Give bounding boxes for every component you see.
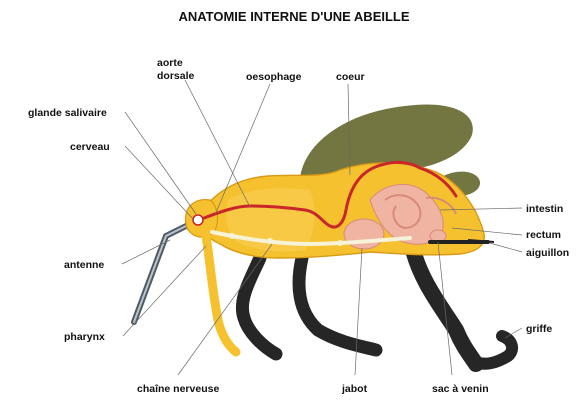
- label-aorte-dorsale-line1: aorte: [157, 57, 183, 69]
- leader-pharynx: [123, 246, 206, 336]
- antenna: [134, 226, 186, 322]
- label-pharynx: pharynx: [64, 331, 105, 343]
- label-intestin: intestin: [526, 203, 563, 215]
- label-coeur: coeur: [336, 71, 365, 83]
- leader-glande-salivaire: [125, 112, 196, 214]
- diagram-title: ANATOMIE INTERNE D'UNE ABEILLE: [178, 9, 409, 24]
- label-oesophage: oesophage: [246, 71, 302, 83]
- middle-leg: [299, 258, 376, 350]
- label-jabot: jabot: [341, 383, 368, 395]
- ganglion: [229, 233, 235, 239]
- label-chaine-nerveuse: chaîne nerveuse: [137, 383, 219, 395]
- leader-chaine-nerveuse: [178, 244, 272, 375]
- proboscis: [206, 236, 236, 352]
- hind-leg-tarsus: [476, 336, 512, 364]
- label-antenne: antenne: [64, 259, 104, 271]
- crop-jabot: [344, 219, 384, 249]
- label-aiguillon: aiguillon: [526, 247, 569, 259]
- front-leg: [242, 258, 276, 354]
- ganglion: [267, 238, 273, 244]
- ganglion: [337, 240, 343, 246]
- leader-jabot: [355, 248, 362, 375]
- label-rectum: rectum: [526, 229, 561, 241]
- brain: [193, 215, 203, 225]
- hind-leg: [412, 246, 476, 364]
- label-griffe: griffe: [526, 323, 552, 335]
- label-glande-salivaire: glande salivaire: [28, 107, 107, 119]
- label-cerveau: cerveau: [70, 141, 110, 153]
- leader-cerveau: [125, 146, 194, 220]
- label-aorte-dorsale-line2: dorsale: [157, 70, 195, 82]
- leader-aorte: [185, 80, 250, 207]
- leader-aiguillon: [490, 243, 522, 252]
- label-sac-a-venin: sac à venin: [432, 383, 489, 395]
